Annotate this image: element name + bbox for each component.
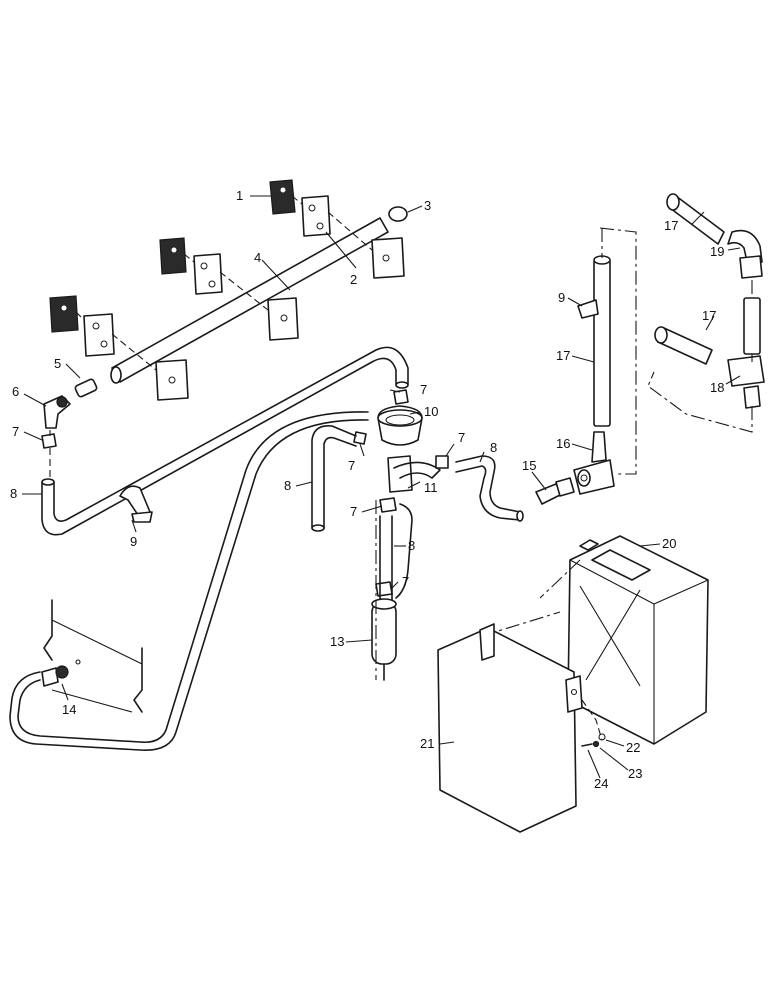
callout-24: 24 xyxy=(594,776,608,791)
callout-7f: 7 xyxy=(402,574,409,589)
callout-8a: 8 xyxy=(10,486,17,501)
shield xyxy=(437,623,606,833)
bracket-set-left xyxy=(49,295,189,401)
supply-line xyxy=(9,411,369,751)
callout-21: 21 xyxy=(420,736,434,751)
callout-19: 19 xyxy=(710,244,724,259)
valve-and-tee xyxy=(535,431,615,505)
bracket-set-middle xyxy=(159,237,299,341)
fuel-tank xyxy=(481,535,709,745)
fuel-rail-tube xyxy=(111,217,389,383)
callout-8d: 8 xyxy=(408,538,415,553)
callout-8c: 8 xyxy=(284,478,291,493)
callout-18: 18 xyxy=(710,380,724,395)
callout-8b: 8 xyxy=(490,440,497,455)
fuel-rail-assembly xyxy=(41,179,408,478)
callout-23: 23 xyxy=(628,766,642,781)
callout-15: 15 xyxy=(522,458,536,473)
callout-9a: 9 xyxy=(130,534,137,549)
upper-right-fittings xyxy=(647,193,765,433)
callout-5: 5 xyxy=(54,356,61,371)
fuel-rail-tube-end xyxy=(110,366,122,384)
filter-assembly xyxy=(311,389,524,681)
callout-4: 4 xyxy=(254,250,261,265)
callout-7d: 7 xyxy=(458,430,465,445)
callout-9b: 9 xyxy=(558,290,565,305)
callout-17c: 17 xyxy=(702,308,716,323)
callout-labels: 1 2 3 4 5 6 7 8 9 7 10 7 7 8 8 11 7 8 7 … xyxy=(10,188,724,791)
callout-7c: 7 xyxy=(348,458,355,473)
callout-2: 2 xyxy=(350,272,357,287)
callout-7b: 7 xyxy=(420,382,427,397)
return-pipe xyxy=(41,346,409,536)
callout-7a: 7 xyxy=(12,424,19,439)
callout-20: 20 xyxy=(662,536,676,551)
callout-11: 11 xyxy=(424,480,438,495)
callout-13: 13 xyxy=(330,634,344,649)
callout-3: 3 xyxy=(424,198,431,213)
bracket-set-right xyxy=(269,179,405,279)
callout-16: 16 xyxy=(556,436,570,451)
vertical-tube xyxy=(577,227,637,475)
callout-22: 22 xyxy=(626,740,640,755)
callout-17a: 17 xyxy=(556,348,570,363)
callout-14: 14 xyxy=(62,702,76,717)
callout-7e: 7 xyxy=(350,504,357,519)
callout-17b: 17 xyxy=(664,218,678,233)
callout-6: 6 xyxy=(12,384,19,399)
leader-lines xyxy=(22,195,741,779)
callout-1: 1 xyxy=(236,188,243,203)
callout-10: 10 xyxy=(424,404,438,419)
